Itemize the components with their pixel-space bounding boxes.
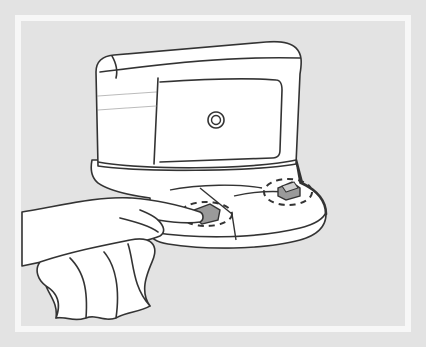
power-button-icon <box>208 112 224 128</box>
